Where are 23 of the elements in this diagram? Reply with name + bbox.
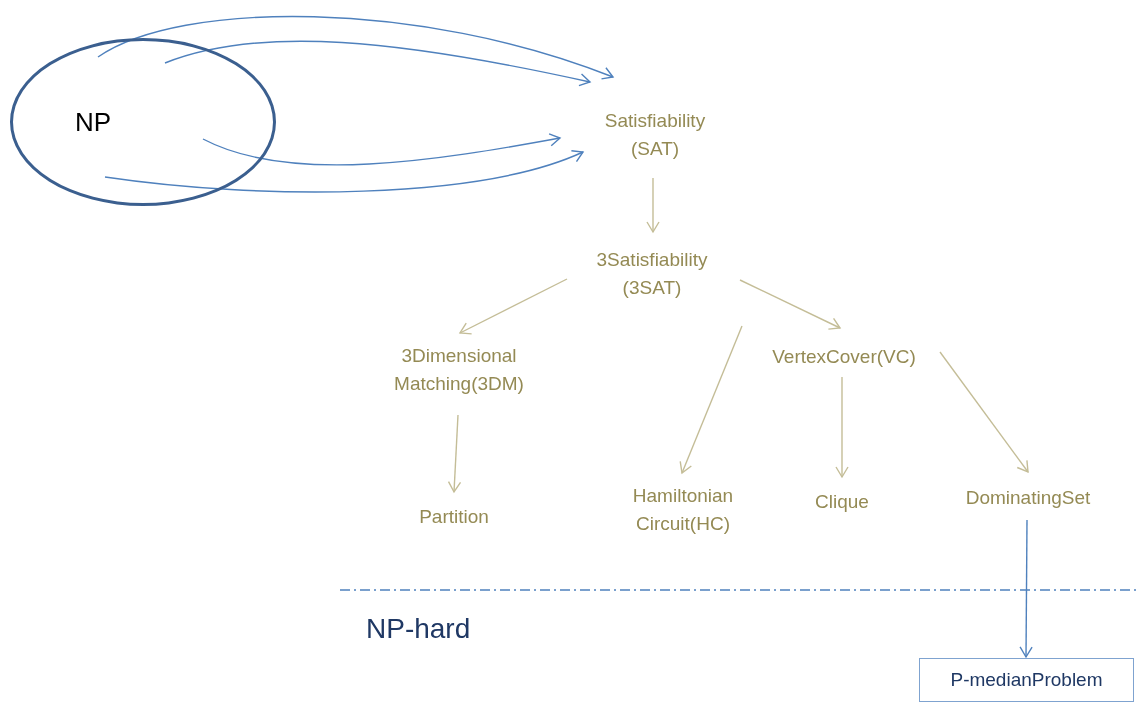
arrow [739, 279, 841, 330]
arrow [164, 40, 591, 87]
problem-label: Hamiltonian Circuit(HC) [608, 481, 758, 539]
arrow [939, 351, 1029, 473]
arrow [202, 133, 561, 166]
problem-box: P-medianProblem [919, 658, 1134, 702]
arrow [104, 149, 584, 193]
set-ellipse: NP [10, 38, 276, 206]
problem-label: DominatingSet [940, 482, 1116, 514]
problem-label: VertexCover(VC) [740, 341, 948, 373]
problem-label: Satisfiability (SAT) [582, 106, 728, 164]
problem-label: Partition [398, 501, 510, 533]
arrow [1019, 519, 1033, 658]
problem-label: Clique [798, 486, 886, 518]
arrow [447, 414, 462, 493]
arrow [97, 16, 614, 80]
region-label: NP-hard [366, 612, 471, 646]
arrow [679, 325, 743, 474]
arrow [459, 278, 568, 335]
problem-label: 3Dimensional Matching(3DM) [370, 341, 548, 399]
arrow [646, 177, 660, 233]
arrow [835, 376, 849, 478]
problem-label: 3Satisfiability (3SAT) [572, 245, 732, 303]
